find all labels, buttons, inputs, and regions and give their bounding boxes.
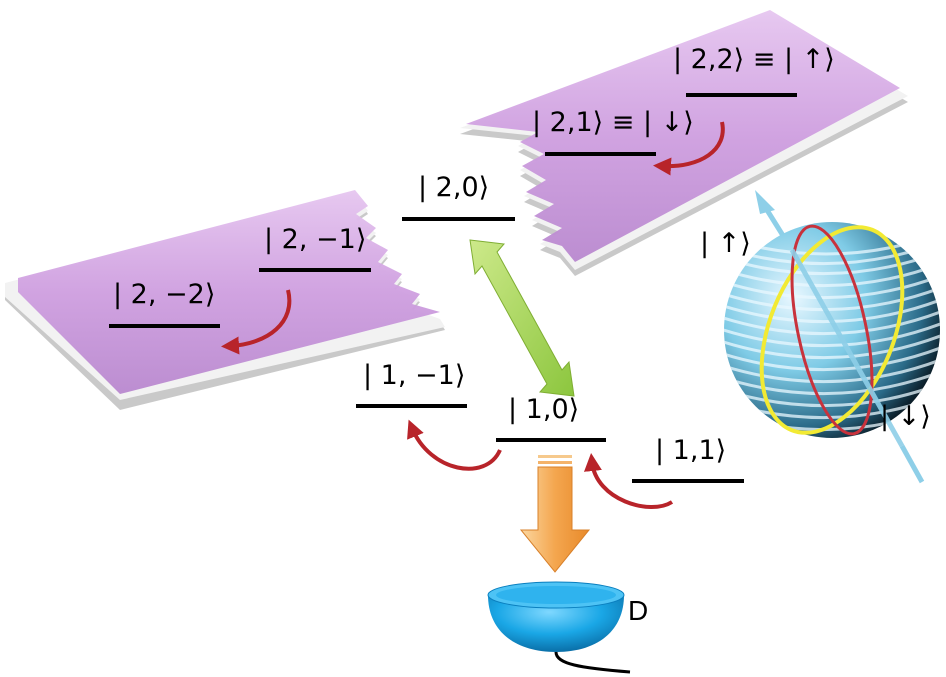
curved-arrow-1-1-to-1-0 [584, 453, 674, 509]
level-label-1-0: | 1,0⟩ [508, 394, 579, 425]
level-label-2-0: | 2,0⟩ [418, 172, 489, 203]
great-circle-yellow [759, 225, 905, 435]
bloch-down-label: | ↓⟩ [880, 401, 931, 432]
spin-axis-arrowhead [755, 190, 775, 214]
right-energy-plate [460, 10, 908, 276]
spin-axis-tail [899, 444, 925, 484]
readout-arrow [519, 455, 591, 573]
level-label-2-m1: | 2, −1⟩ [264, 224, 366, 255]
detector-cable [554, 651, 631, 674]
level-label-2-2: | 2,2⟩ ≡ | ↑⟩ [673, 44, 835, 75]
level-label-1-m1: | 1, −1⟩ [363, 360, 465, 391]
detector [487, 581, 631, 674]
left-energy-plate [5, 190, 445, 410]
transition-double-arrow [469, 239, 575, 397]
great-circle-red [790, 224, 874, 436]
bloch-up-label: | ↑⟩ [700, 228, 751, 259]
spin-axis-front [789, 248, 905, 448]
curved-arrow-2-m1-to-2-m2 [221, 289, 292, 355]
level-label-1-1: | 1,1⟩ [655, 435, 726, 466]
level-label-2-m2: | 2, −2⟩ [113, 279, 215, 310]
detector-label: D [628, 595, 648, 626]
curved-arrow-1-0-to-1-m1 [407, 419, 502, 471]
level-label-2-1: | 2,1⟩ ≡ | ↓⟩ [532, 107, 694, 138]
curved-arrow-2-2-to-2-1 [653, 121, 725, 176]
